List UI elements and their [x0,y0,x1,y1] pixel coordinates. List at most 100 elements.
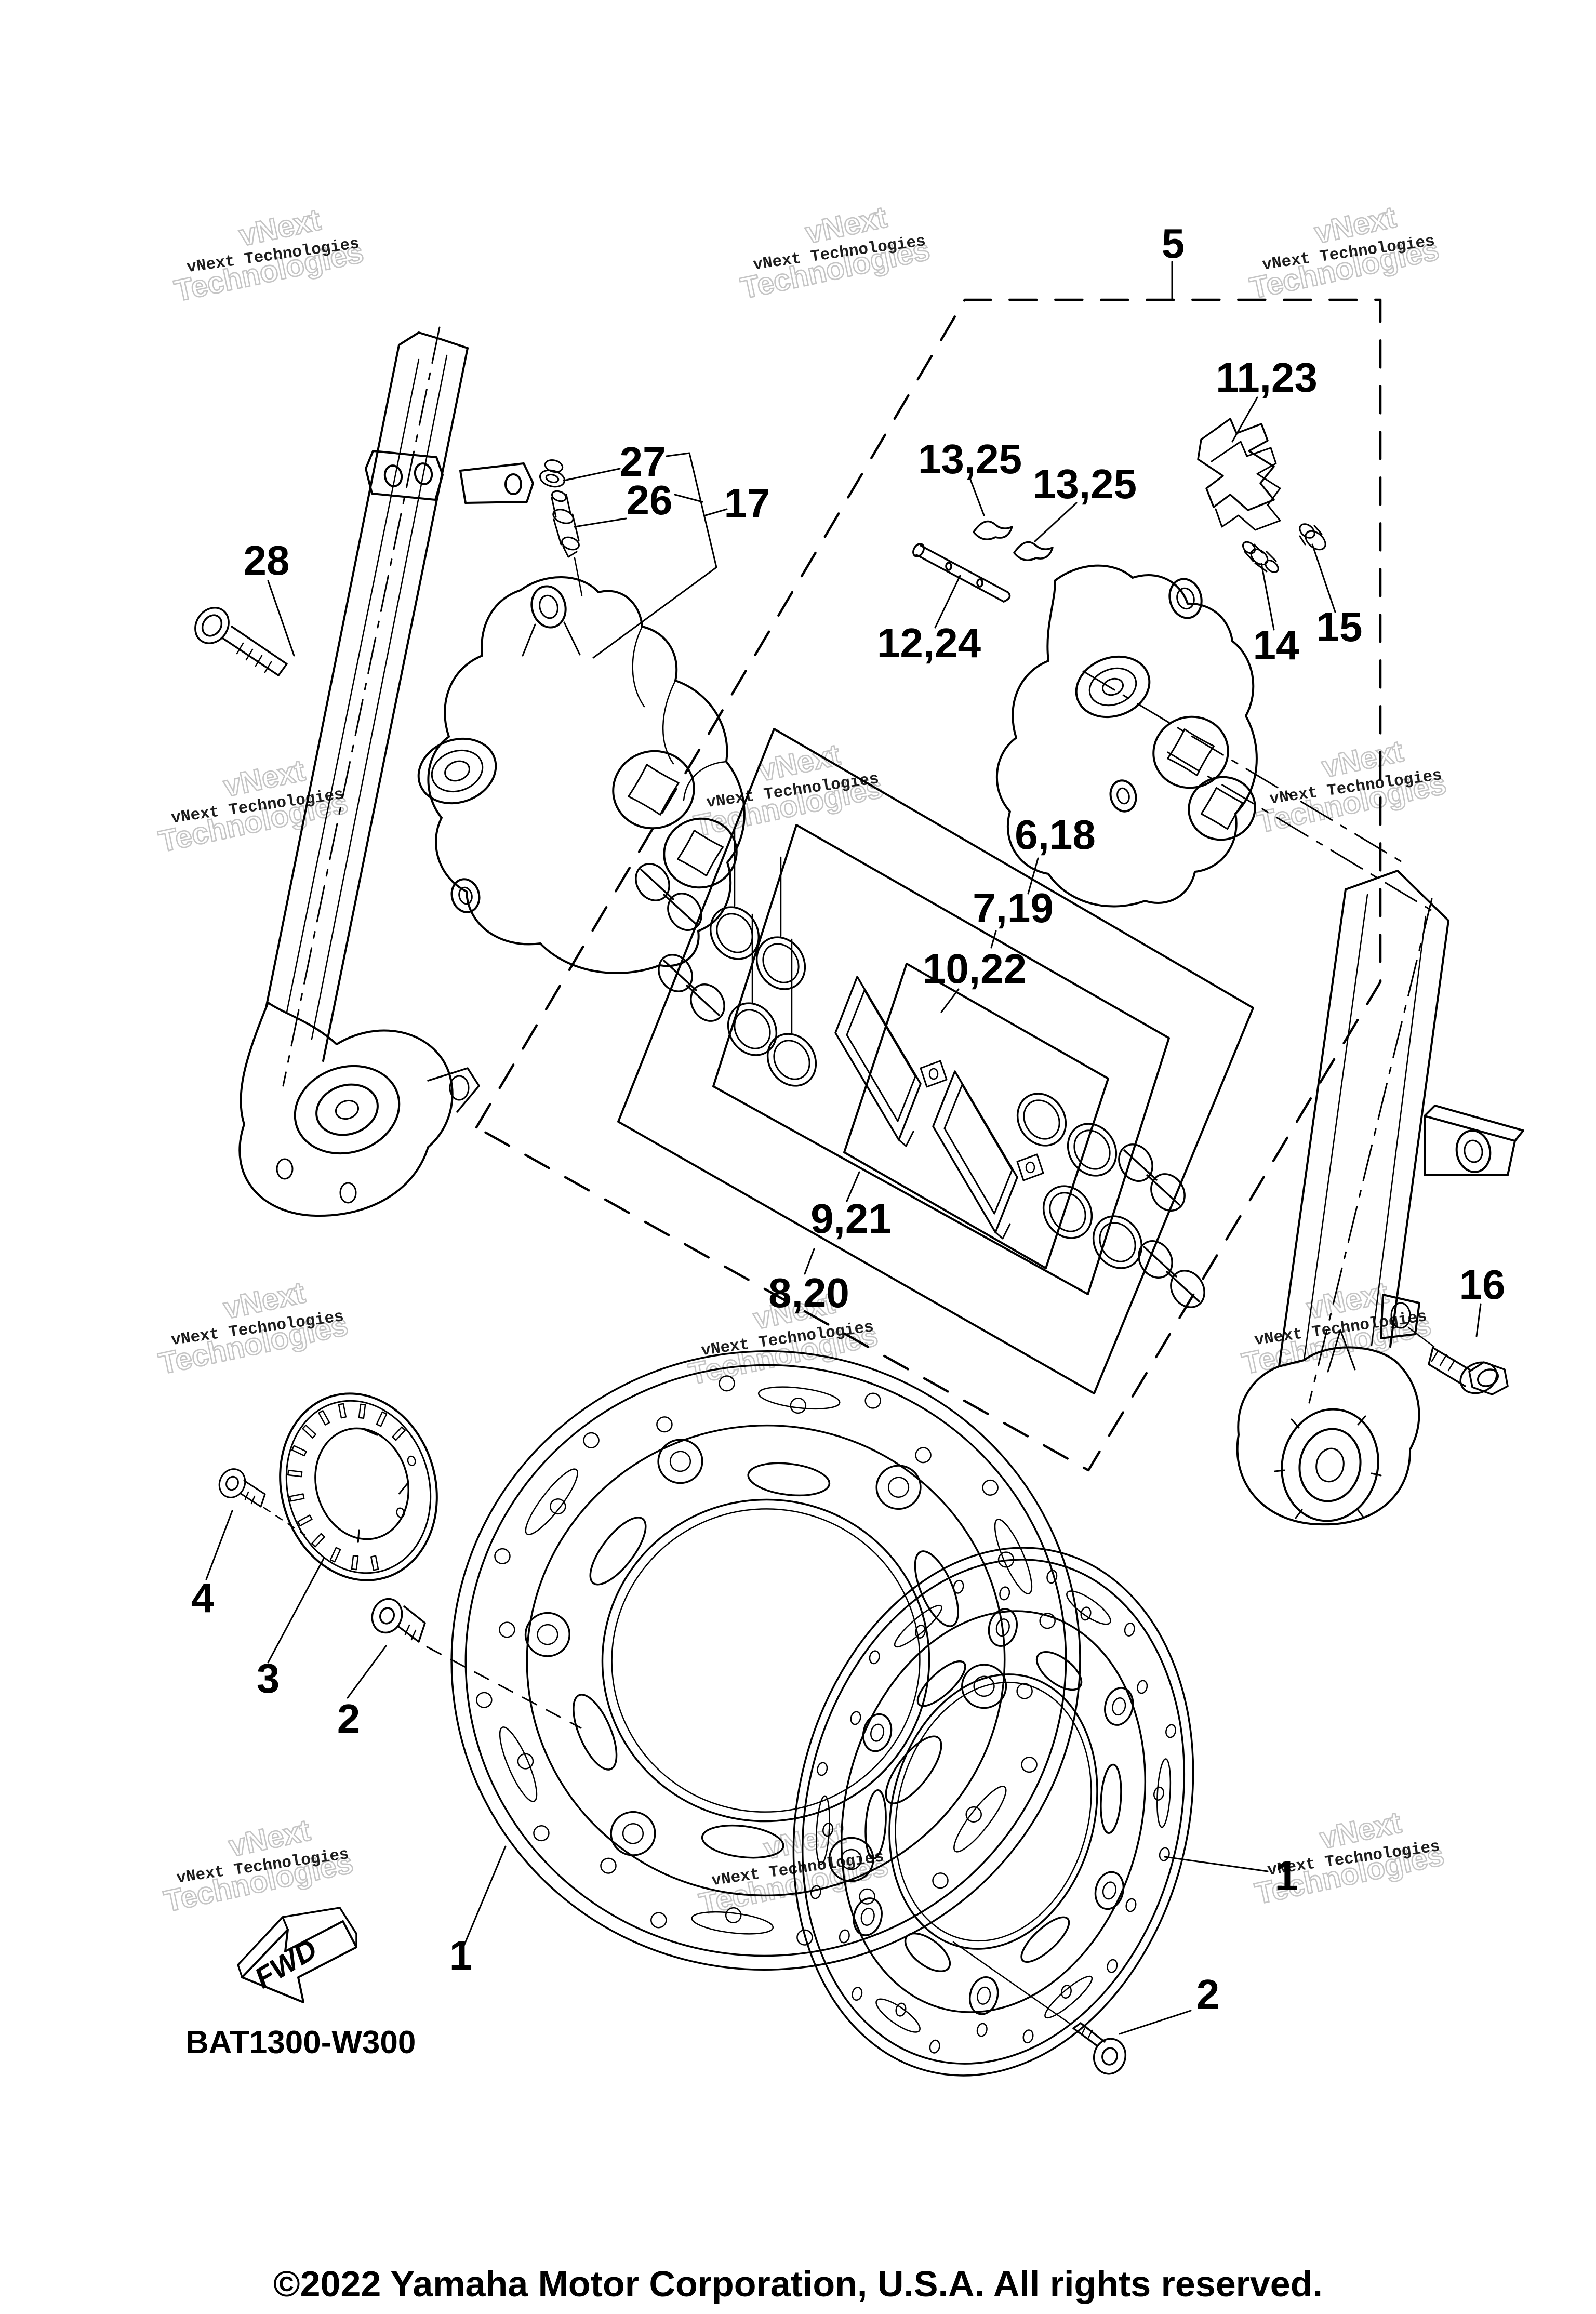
disc-drill-hole [895,2002,907,2017]
callout-15: 15 [1316,604,1363,650]
ear-links [522,621,581,657]
callout-6-18: 6,18 [1015,812,1096,858]
callout-9-21: 9,21 [810,1195,892,1242]
bleed-cap-15 [1299,523,1326,551]
disc-boss [859,1711,895,1754]
banjo-port [1088,667,1137,707]
caliper-lower-ear [1109,779,1137,813]
fork-left-tube-inner [286,358,420,1013]
leader-13-25b [1034,502,1078,542]
disc-drill-hole [932,1872,949,1889]
kit-box-middle [712,824,1170,1295]
leader-3 [267,1557,325,1664]
disc-slot [873,1993,923,2038]
leader-8-20 [804,1248,815,1275]
disc-boss [966,1974,1001,2017]
disc-window [747,1459,832,1500]
brake-caliper-right [995,564,1258,908]
leader-7-19 [990,930,997,949]
disc-slot [947,1781,1013,1857]
bleed-cap-27 [539,459,566,488]
disc-drill-hole [810,1885,822,1899]
leader-4 [205,1510,233,1580]
seal-ring-inner [716,913,753,953]
seal-ring-inner [734,1009,771,1049]
disc-drill-hole [1159,1847,1171,1861]
seal-ring-inner [1099,1222,1136,1262]
disc-slot [1063,1585,1114,1630]
caliper-ear-hole [1168,578,1203,619]
rotor-slot [329,1547,341,1563]
callout-2-left: 2 [337,1696,361,1742]
callout-16: 16 [1459,1261,1506,1308]
callout-28: 28 [244,537,290,583]
banjo-port [1075,655,1151,719]
leader-13-25a [968,476,985,516]
disc-drill-hole [1136,1680,1148,1694]
disc-boss [827,1835,876,1884]
disc-drill-hole [864,1392,882,1409]
disc-drill-hole [914,1624,926,1639]
callout-11-23: 11,23 [1216,354,1318,401]
callout-5: 5 [1162,220,1185,267]
callout-12-24: 12,24 [877,620,981,666]
bracket-ticks [674,494,728,516]
kit-hanger-lines [734,828,793,1034]
caliper-body [427,576,746,974]
axle-boss-center [335,1099,360,1120]
disc-boss [850,1895,885,1938]
leader-28 [267,580,295,657]
disc-drill-hole [1039,1613,1056,1629]
callout-13-25b: 13,25 [1033,461,1137,507]
disc-drill-hole [816,1762,828,1776]
caliper-lower-ear-inner [1116,787,1130,805]
pad-spring-11-23 [1197,418,1281,531]
disc-drill-hole [1124,1622,1136,1637]
fork-right-centerline [1308,898,1433,1404]
banjo-port [444,760,470,782]
rotor-inner-opening [314,1427,410,1540]
rotor-slot [358,1403,366,1419]
disc-boss [1101,1685,1137,1728]
seal-ring [1042,1185,1093,1239]
seal-ring [766,1033,817,1087]
disc-slot [815,1796,831,1865]
disc-drill-hole [851,1986,863,2001]
axle-boss-inner [315,1083,379,1136]
callout-2-right: 2 [1196,1971,1220,2017]
retaining-clips-13-25 [973,520,1054,561]
callout-8-20: 8,20 [768,1270,849,1316]
disc-drill-hole [790,1397,807,1414]
block-hole [504,473,522,495]
banjo-port [1102,677,1124,696]
kit-boundary-dashed [475,298,1382,1472]
screw-4 [218,1468,305,1536]
disc-slot [757,1384,841,1413]
disc-drill-hole [1021,1756,1038,1773]
leader-12-24 [934,575,961,629]
brake-disc-left [411,1311,1120,2011]
rotor-slot [311,1533,325,1548]
fork-right-lower-casting [1236,1346,1420,1526]
disc-drill-hole [1080,1606,1092,1621]
disc-window [864,1789,887,1860]
front-fork-right [1082,670,1524,1526]
disc-slot [1042,1971,1095,2024]
callout-3: 3 [257,1655,280,1701]
seal-ring-inner [1073,1129,1111,1170]
disc-drill-hole [1046,1570,1058,1584]
caliper-ear-hole-inner [1176,587,1195,610]
disc-drill-hole [822,1822,834,1837]
pad-pin-12-24 [912,543,1011,603]
disc-drill-hole [499,1621,516,1638]
disc-drill-hole [494,1548,511,1564]
leader-11-23 [1231,396,1258,443]
caliper-mount-lug [1380,1294,1420,1339]
clamp-hole [339,1182,357,1204]
leader-15 [1311,543,1336,613]
axle-boss [294,1065,401,1155]
piston-face [612,750,695,830]
disc-drill-hole [533,1825,550,1841]
